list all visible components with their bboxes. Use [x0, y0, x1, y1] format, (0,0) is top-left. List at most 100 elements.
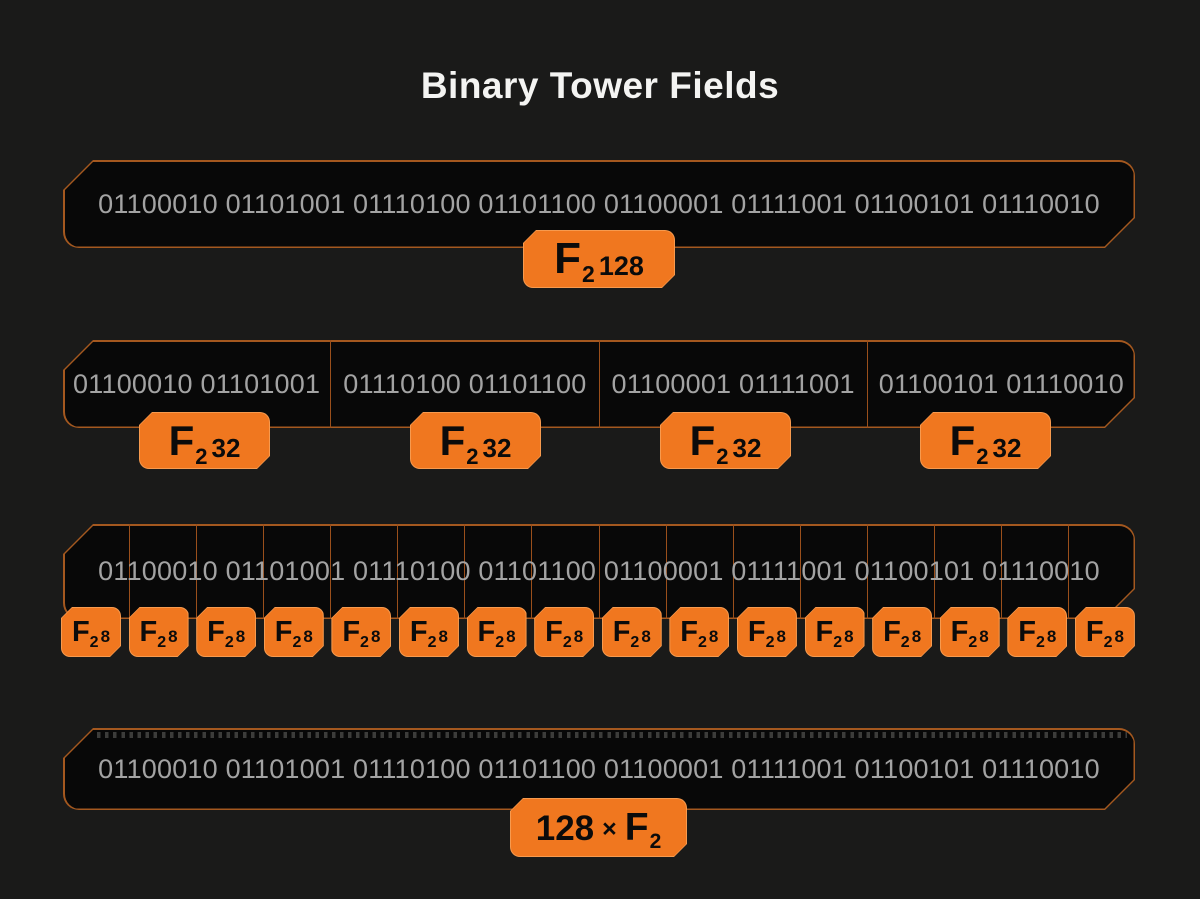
- field-subscript: 2: [976, 443, 989, 469]
- field-symbol: F: [747, 615, 766, 648]
- field-subscript: 2: [157, 633, 167, 651]
- field-exponent: 8: [1114, 626, 1124, 646]
- field-symbol: F: [207, 615, 225, 648]
- level-box-f2-8: 01100010 01101001 01110100 01101100 0110…: [63, 524, 1135, 619]
- field-symbol: F: [71, 615, 90, 648]
- level-box-f2-128: 01100010 01101001 01110100 01101100 0110…: [63, 160, 1135, 248]
- field-symbol: F: [1018, 615, 1036, 648]
- field-subscript: 2: [224, 633, 234, 651]
- field-exponent: 8: [776, 626, 786, 646]
- field-exponent: 8: [573, 626, 584, 646]
- field-exponent: 8: [235, 626, 246, 646]
- field-subscript: 2: [562, 633, 572, 651]
- field-exponent: 8: [1046, 626, 1057, 646]
- field-subscript: 2: [765, 633, 775, 651]
- field-symbol: F: [409, 615, 428, 648]
- byte-group-cells: 01100010 01101001 01110100 01101100 0110…: [63, 340, 1135, 428]
- field-exponent: 8: [168, 626, 178, 646]
- field-symbol: F: [477, 615, 496, 648]
- field-exponent: 32: [482, 432, 512, 463]
- field-symbol: F: [554, 234, 582, 283]
- field-subscript: 2: [89, 633, 99, 651]
- field-symbol: F: [342, 615, 361, 648]
- field-symbol: F: [883, 615, 901, 648]
- field-symbol: F: [139, 615, 158, 648]
- field-subscript: 2: [495, 633, 505, 651]
- field-exponent: 8: [370, 626, 381, 646]
- field-exponent: 8: [911, 626, 922, 646]
- binary-string: 01100010 01101001 01110100 01101100 0110…: [98, 753, 1100, 784]
- field-symbol: F: [949, 416, 976, 464]
- level-box-128-f2: 01100010 01101001 01110100 01101100 0110…: [63, 728, 1135, 810]
- field-exponent: 128: [598, 251, 644, 281]
- multiply-symbol: ×: [602, 815, 617, 843]
- field-exponent: 32: [211, 432, 241, 463]
- byte-group-cell: 01100001 01111001: [600, 340, 868, 428]
- badge-128-f2: 128×F2: [510, 798, 687, 857]
- level-box-fill: [65, 730, 1134, 809]
- bit-tick-marks: [97, 732, 1127, 738]
- field-subscript: 2: [582, 261, 595, 287]
- field-symbol: F: [439, 416, 466, 464]
- field-subscript: 2: [900, 633, 910, 651]
- field-subscript: 2: [833, 633, 843, 651]
- field-subscript: 2: [1035, 633, 1045, 651]
- field-subscript: 2: [698, 633, 707, 651]
- field-symbol: F: [689, 416, 716, 464]
- field-symbol: F: [545, 615, 563, 648]
- field-exponent: 8: [708, 626, 719, 646]
- field-symbol: F: [950, 615, 969, 648]
- field-symbol: F: [815, 615, 834, 648]
- field-subscript: 2: [630, 633, 640, 651]
- field-exponent: 8: [641, 626, 651, 646]
- page-title: Binary Tower Fields: [420, 65, 780, 106]
- field-exponent: 8: [506, 626, 516, 646]
- field-exponent: 8: [303, 626, 313, 646]
- byte-group-cell: 01110100 01101100: [331, 340, 599, 428]
- field-exponent: 8: [979, 626, 989, 646]
- field-label: 128×F2: [536, 808, 662, 847]
- field-exponent: 8: [844, 626, 854, 646]
- field-subscript: 2: [1103, 633, 1113, 651]
- field-subscript: 2: [360, 633, 369, 651]
- field-subscript: 2: [968, 633, 978, 651]
- field-subscript: 2: [292, 633, 302, 651]
- field-symbol: F: [1085, 615, 1104, 648]
- binary-string: 01100010 01101001 01110100 01101100 0110…: [98, 556, 1100, 586]
- byte-group-cell: 01100101 01110010: [878, 368, 1124, 399]
- field-symbol: F: [624, 806, 649, 849]
- field-symbol: F: [612, 615, 631, 648]
- field-subscript: 2: [195, 443, 208, 469]
- field-exponent: 32: [992, 432, 1022, 463]
- byte-group-cell: 01100010 01101001: [63, 340, 331, 428]
- field-exponent: 8: [438, 626, 449, 646]
- field-subscript: 2: [649, 830, 662, 853]
- field-symbol: F: [680, 615, 699, 648]
- byte-cells-grid: [63, 524, 1135, 619]
- field-symbol: F: [274, 615, 293, 648]
